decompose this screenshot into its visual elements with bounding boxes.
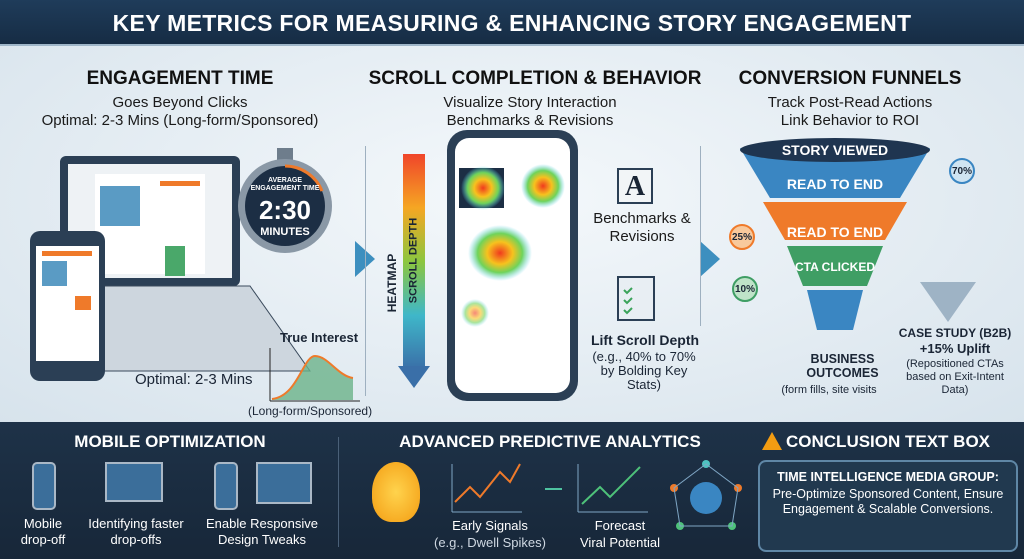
percent-70: 70% (949, 158, 975, 184)
benchmarks-label: Benchmarks & Revisions (593, 210, 691, 245)
divider (700, 146, 701, 326)
predictive-early-signals: Early Signals (452, 518, 528, 533)
divider (338, 437, 339, 547)
conclusion-text-box: TIME INTELLIGENCE MEDIA GROUP: Pre-Optim… (758, 460, 1018, 552)
checklist-clipboard-icon (617, 276, 655, 321)
percent-10: 10% (732, 276, 758, 302)
arrow-down-icon (398, 366, 430, 388)
lightbulb-icon (372, 462, 420, 522)
trend-charts-icon (451, 463, 648, 513)
optimal-label: Optimal: 2-3 Mins (135, 371, 253, 388)
conclusion-line2: Pre-Optimize Sponsored Content, Ensure E… (772, 487, 1004, 516)
small-funnel-uplift-icon (920, 282, 976, 322)
scroll-depth-gradient-bar (403, 154, 425, 369)
engagement-heading: ENGAGEMENT TIME (86, 68, 274, 89)
mobile-dropoff-icon (32, 462, 56, 510)
arrow-right-icon (700, 241, 720, 277)
engagement-sub2: Optimal: 2-3 Mins (Long-form/Sponsored) (41, 112, 319, 129)
interest-curve-chart (269, 348, 360, 402)
responsive-phone-icon (214, 462, 238, 510)
mobile-item-2: Identifying faster drop-offs (88, 516, 184, 547)
predictive-forecast: Forecast (594, 518, 646, 533)
stopwatch-unit: MINUTES (260, 226, 310, 238)
warning-icon (762, 432, 782, 450)
desktop-monitor-icon (256, 462, 312, 504)
predictive-viral: Viral Potential (580, 535, 660, 550)
network-globe-icon (670, 460, 742, 530)
stopwatch-value: 2:30 (258, 195, 312, 225)
case-study-title: CASE STUDY (B2B) (898, 326, 1012, 340)
stopwatch-label: AVERAGE ENGAGEMENT TIME (250, 177, 320, 192)
percent-25: 25% (729, 224, 755, 250)
lift-scroll-title: Lift Scroll Depth (590, 332, 700, 348)
bottom-panel: MOBILE OPTIMIZATION Mobile drop-off Iden… (0, 422, 1024, 559)
conclusion-heading: CONCLUSION TEXT BOX (786, 432, 991, 451)
funnel-stage-read-to-end: READ TO END (786, 176, 884, 192)
mobile-heading: MOBILE OPTIMIZATION (74, 432, 266, 451)
funnel-sub2: Link Behavior to ROI (780, 112, 920, 129)
font-benchmark-icon: A (617, 168, 653, 204)
predictive-dwell-spikes: (e.g., Dwell Spikes) (434, 535, 546, 550)
funnel-stage-read-to-end-2: READ TO END (786, 224, 884, 240)
main-panel: ENGAGEMENT TIME Goes Beyond Clicks Optim… (0, 46, 1024, 422)
divider (365, 146, 366, 396)
true-interest-label: True Interest (280, 330, 359, 345)
heatmap-label: HEATMAP (385, 253, 399, 313)
phone-heatmap-illustration (447, 130, 578, 401)
funnel-stage-story-viewed: STORY VIEWED (781, 142, 889, 158)
predictive-heading: ADVANCED PREDICTIVE ANALYTICS (399, 432, 701, 451)
scroll-sub2: Benchmarks & Revisions (446, 112, 614, 129)
business-outcomes-title: BUSINESS OUTCOMES (806, 352, 879, 380)
conclusion-line1: TIME INTELLIGENCE MEDIA GROUP: (777, 470, 999, 484)
scroll-heading: SCROLL COMPLETION & BEHAVIOR (368, 68, 702, 89)
scroll-sub1: Visualize Story Interaction (443, 94, 617, 111)
funnel-heading: CONVERSION FUNNELS (738, 68, 962, 89)
case-study-uplift: +15% Uplift (919, 341, 991, 356)
stopwatch-icon (238, 148, 332, 253)
infographic-title: KEY METRICS FOR MEASURING & ENHANCING ST… (0, 0, 1024, 46)
case-study-detail: (Repositioned CTAs based on Exit-Intent … (906, 358, 1004, 396)
mobile-item-1: Mobile drop-off (20, 516, 66, 547)
funnel-sub1: Track Post-Read Actions (767, 94, 933, 111)
laptop-cursor-icon (105, 462, 163, 502)
longform-note: (Long-form/Sponsored) (248, 404, 373, 418)
engagement-sub1: Goes Beyond Clicks (112, 94, 248, 111)
business-outcomes-detail: (form fills, site visits (781, 384, 877, 396)
funnel-stage-cta-clicked: CTA CLICKED (795, 260, 875, 274)
laptop-phone-illustration (30, 156, 311, 381)
mobile-item-3: Enable Responsive Design Tweaks (205, 516, 319, 547)
scroll-depth-label: SCROLL DEPTH (407, 217, 420, 304)
conversion-funnel-graphic (740, 138, 930, 330)
lift-scroll-detail: (e.g., 40% to 70% by Bolding Key Stats) (592, 349, 696, 392)
